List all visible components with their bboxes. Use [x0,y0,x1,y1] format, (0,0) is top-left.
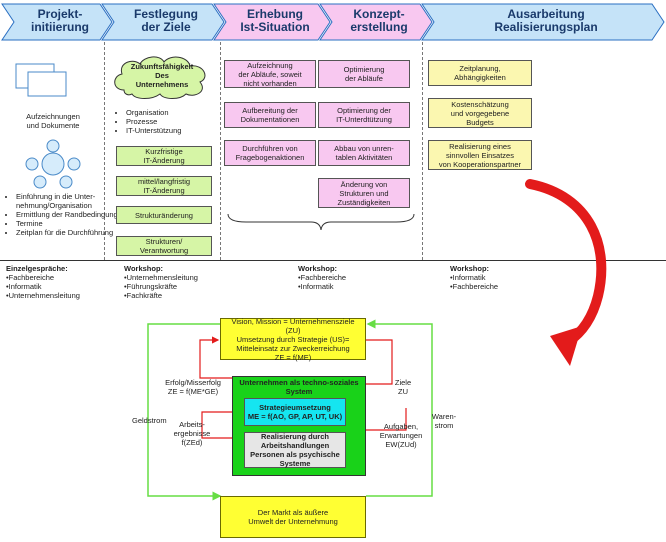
workshop-title: Workshop: [124,264,164,273]
col2-box: Strukturen/ Verantwortung [116,236,212,256]
col5-box: Zeitplanung, Abhängigkeiten [428,60,532,86]
col2-bullets: Organisation Prozesse IT-Unterstützung [116,108,226,135]
phase-chevron-1 [1,3,113,41]
bullet-item: Einführung in die Unter-nehmung/Organisa… [16,192,128,210]
workshop-item: •Informatik [298,282,334,291]
phase-chevron-5 [421,3,665,41]
workshop-item: •Fachbereiche [6,273,55,282]
workshop-block: Workshop: •Unternehmensleitung •Führungs… [124,264,198,300]
workshop-item: •Fachbereiche [298,273,347,282]
col1-bullets: Einführung in die Unter-nehmung/Organisa… [6,192,128,237]
phase-chevron-4 [319,3,433,41]
col2-box: Kurzfristige IT-Änderung [116,146,212,166]
col2-box: Strukturänderung [116,206,212,224]
realisation-box: Realisierung durch Arbeitshandlungen Per… [244,432,346,468]
strategy-box: Strategieumsetzung ME = f(AO, GP, AP, UT… [244,398,346,426]
geldstrom-label: Geldstrom [132,416,167,425]
cloud-shape [114,56,206,99]
col4-box: Änderung von Strukturen und Zuständigkei… [318,178,410,208]
workshop-title: Workshop: [450,264,490,273]
network-icon [25,139,81,189]
workshop-title: Einzelgespräche: [6,264,68,273]
workshop-item: •Fachbereiche [450,282,499,291]
phase-chevron-2 [101,3,225,41]
phase-label-1: Projekt- initiierung [31,7,89,34]
phase-label-4: Konzept- erstellung [350,7,408,34]
col4-box: Abbau von unren- tablen Aktivitäten [318,140,410,166]
aufgaben-label: Aufgaben, Erwartungen EW(ZUd) [379,422,423,449]
section-divider [0,260,666,261]
phase-label-2: Festlegung der Ziele [133,7,198,34]
col5-box: Realisierung eines sinnvollen Einsatzes … [428,140,532,170]
phase-label-3: Erhebung Ist-Situation [240,7,310,34]
workshop-item: •Informatik [450,273,486,282]
col2-box: mittel/langfristig IT-Änderung [116,176,212,196]
col3-box: Durchführen von Fragebogenaktionen [224,140,316,166]
phase-label-5: Ausarbeitung Realisierungsplan [494,7,598,34]
ziele-label: Ziele ZU [394,378,412,396]
vision-box: Vision, Mission = Unternehmensziele (ZU)… [220,317,366,362]
workshop-item: •Fachkräfte [124,291,163,300]
workshop-block: Einzelgespräche: •Fachbereiche •Informat… [6,264,80,300]
column-divider [220,42,221,260]
phase-banner [1,3,665,41]
bullet-item: Zeitplan für die Durchführung [16,228,128,237]
market-box: Der Markt als äußere Umwelt der Unterneh… [220,496,366,538]
workshop-title: Workshop: [298,264,338,273]
col4-box: Optimierung der IT-Unterdtützung [318,102,410,128]
erfolg-label: Erfolg/Misserfolg ZE = f(ME*GE) [165,378,221,396]
workshop-block: Workshop: •Informatik •Fachbereiche [450,264,498,291]
documents-label: Aufzeichnungen und Dokumente [26,112,80,130]
cloud-label: Zukunftsfähigkeit Des Unternehmens [130,62,194,89]
workshop-block: Workshop: •Fachbereiche •Informatik [298,264,346,291]
workshop-item: •Unternehmensleitung [6,291,80,300]
bullet-item: Ermittlung der Randbedingungen [16,210,128,219]
brace-shape [227,213,415,231]
column-divider [422,42,423,260]
techno-system-title: Unternehmen als techno-soziales System [239,378,359,396]
workshop-item: •Führungskräfte [124,282,178,291]
bullet-item: Prozesse [126,117,226,126]
arbeitsergebnisse-label: Arbeits- ergebnisse f(ZEd) [173,420,211,447]
phase-chevron-3 [213,3,331,41]
workshop-item: •Informatik [6,282,42,291]
bullet-item: IT-Unterstützung [126,126,226,135]
col4-box: Optimierung der Abläufe [318,60,410,88]
workshop-item: •Unternehmensleitung [124,273,198,282]
col3-box: Aufzeichnung der Abläufe, soweit nicht v… [224,60,316,88]
bullet-item: Termine [16,219,128,228]
col3-box: Aufbereitung der Dokumentationen [224,102,316,128]
col5-box: Kostenschätzung und vorgegebene Budgets [428,98,532,128]
bullet-item: Organisation [126,108,226,117]
warenstrom-label: Waren- strom [431,412,457,430]
column-divider [104,42,105,260]
curved-arrow [525,179,607,366]
system-connectors [147,319,433,501]
documents-icon [15,63,67,97]
